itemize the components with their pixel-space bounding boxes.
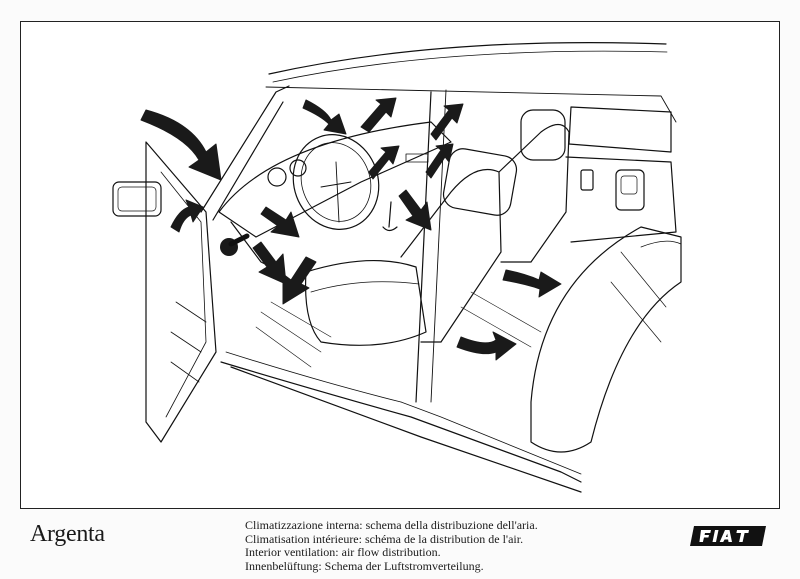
illustration-frame [20, 21, 780, 509]
airflow-arrow-dash-center [360, 97, 397, 133]
passenger-seat [498, 123, 570, 263]
side-mirror [112, 181, 162, 217]
airflow-arrow-rear-footwell [456, 331, 517, 361]
a-pillar [200, 85, 290, 213]
airflow-arrow-footwell-2 [282, 256, 317, 305]
fiat-logo [690, 526, 766, 546]
airflow-arrow-passenger-floor [502, 269, 562, 298]
caption-italian: Climatizzazione interna: schema della di… [245, 518, 538, 532]
caption-french: Climatisation intérieure: schéma de la d… [245, 531, 524, 546]
caption-block: Climatizzazione interna: schema della di… [245, 518, 538, 573]
rear-window [568, 106, 672, 153]
airflow-arrow-side-window [170, 199, 204, 233]
roof-outline [268, 42, 667, 75]
airflow-arrow-footwell-1 [252, 241, 287, 285]
caption-german: Innenbelüftung: Schema der Luftstromvert… [245, 558, 484, 573]
model-name: Argenta [30, 521, 105, 547]
airflow-arrow-center-1 [368, 145, 400, 180]
car-interior-illustration [112, 42, 682, 493]
driver-seat [304, 259, 427, 346]
airflow-arrow-passenger-upper [425, 143, 454, 179]
airflow-arrow-right-vent [430, 103, 464, 141]
airflow-arrow-windshield-top [302, 99, 347, 135]
open-door [145, 141, 217, 443]
rear-seat [530, 226, 682, 453]
airflow-arrow-center-2 [398, 189, 432, 231]
caption-english: Interior ventilation: air flow distribut… [245, 545, 441, 560]
driver-seatback [400, 168, 502, 343]
airflow-arrow-windshield-left [140, 109, 222, 181]
b-pillar [415, 91, 432, 403]
airflow-arrow-dash-side [260, 206, 300, 238]
